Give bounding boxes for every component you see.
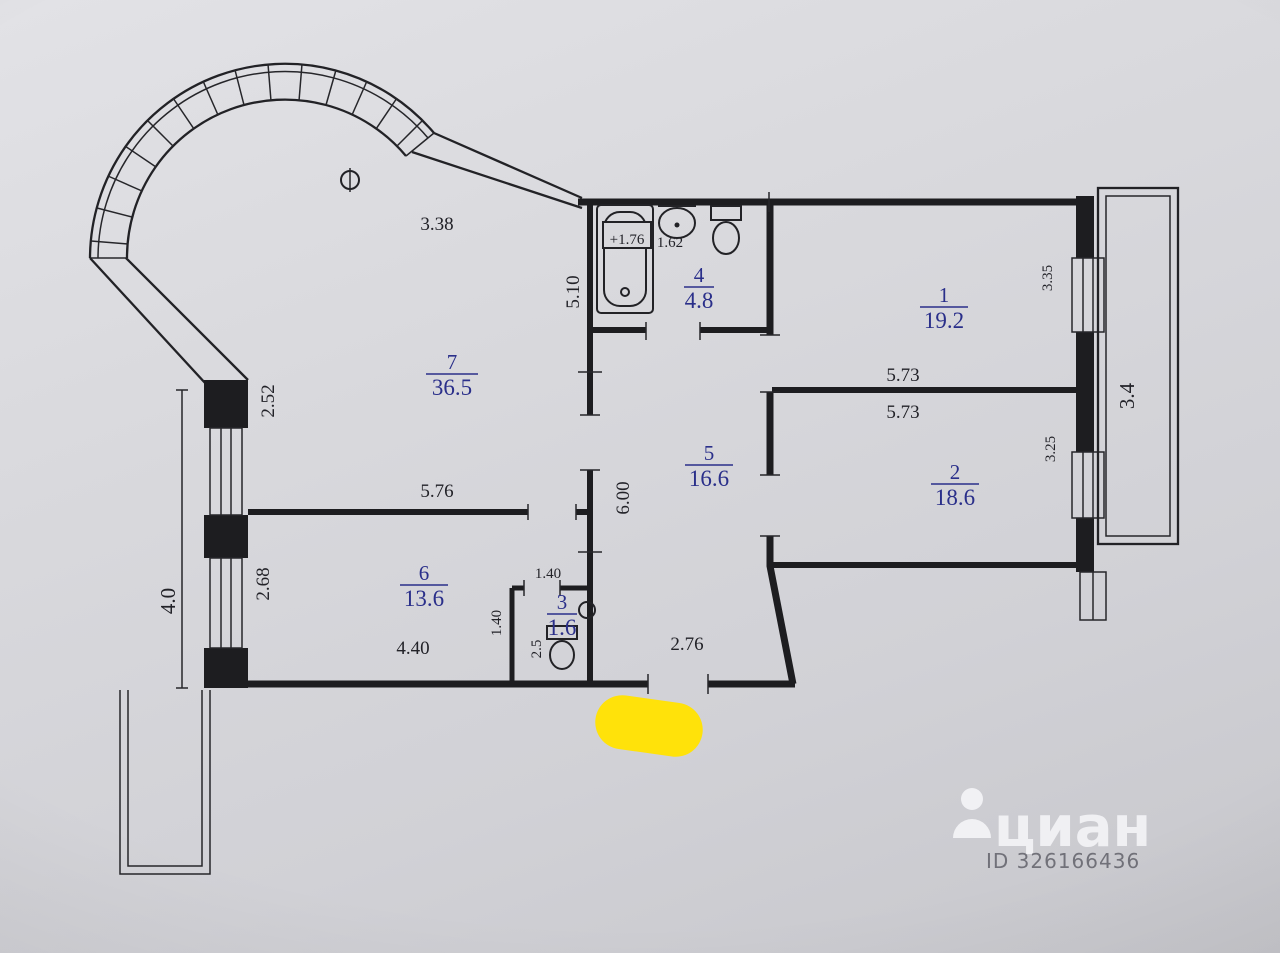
sink-icon bbox=[658, 205, 696, 239]
svg-text:2: 2 bbox=[950, 460, 961, 484]
svg-text:1.6: 1.6 bbox=[548, 615, 577, 640]
room-label-1: 119.2 bbox=[920, 283, 968, 333]
room-label-4: 44.8 bbox=[684, 263, 714, 313]
dim-4-0: 4.0 bbox=[156, 588, 180, 614]
dim-5-73-b: 5.73 bbox=[886, 402, 919, 423]
room-label-2: 218.6 bbox=[931, 460, 979, 510]
balcony-hatching bbox=[90, 63, 424, 245]
svg-text:19.2: 19.2 bbox=[924, 308, 964, 333]
svg-text:6: 6 bbox=[419, 561, 430, 585]
room-label-7: 736.5 bbox=[426, 350, 478, 400]
svg-text:4.8: 4.8 bbox=[685, 288, 714, 313]
dim-4-40: 4.40 bbox=[396, 638, 429, 659]
dim-2-68: 2.68 bbox=[253, 567, 274, 600]
svg-text:1: 1 bbox=[939, 283, 950, 307]
yellow-highlight-marker bbox=[595, 695, 703, 757]
svg-text:3: 3 bbox=[557, 590, 568, 614]
svg-text:5: 5 bbox=[704, 441, 715, 465]
svg-text:36.5: 36.5 bbox=[432, 375, 472, 400]
room-label-6: 613.6 bbox=[400, 561, 448, 611]
watermark-id: ID 326166436 bbox=[986, 849, 1140, 873]
right-balcony bbox=[1096, 186, 1180, 546]
bath-level-box bbox=[602, 221, 652, 249]
dimension-ticks bbox=[176, 192, 780, 694]
bathtub-icon bbox=[596, 204, 654, 314]
room-label-3: 31.6 bbox=[547, 590, 577, 640]
svg-text:4: 4 bbox=[694, 263, 705, 287]
svg-text:7: 7 bbox=[447, 350, 458, 374]
dim-3-35: 3.35 bbox=[1040, 265, 1056, 291]
dimensions: 3.38 5.10 1.62 +1.76 3.35 3.4 5.73 5.73 … bbox=[156, 214, 1139, 659]
person-icon bbox=[953, 788, 991, 838]
room-label-5: 516.6 bbox=[685, 441, 733, 491]
dim-bath-level: +1.76 bbox=[610, 232, 645, 248]
water-heater-icon bbox=[578, 601, 596, 619]
dim-5-10: 5.10 bbox=[563, 275, 584, 308]
svg-text:18.6: 18.6 bbox=[935, 485, 975, 510]
windows bbox=[209, 257, 1107, 649]
dim-1-40-top: 1.40 bbox=[535, 566, 561, 582]
watermark: циан ID 326166436 bbox=[953, 788, 1151, 873]
svg-text:13.6: 13.6 bbox=[404, 586, 444, 611]
dim-2-76: 2.76 bbox=[670, 634, 703, 655]
wc-toilet-icon bbox=[546, 625, 578, 670]
dim-1-62: 1.62 bbox=[657, 235, 683, 251]
svg-text:16.6: 16.6 bbox=[689, 466, 729, 491]
room-labels: 119.2 218.6 31.6 44.8 516.6 613.6 736.5 bbox=[400, 263, 979, 640]
toilet-icon bbox=[710, 205, 742, 255]
walls bbox=[119, 196, 1094, 875]
curved-balcony bbox=[88, 62, 583, 385]
column-symbol bbox=[340, 168, 360, 192]
watermark-brand: циан bbox=[994, 795, 1151, 860]
dim-2-52: 2.52 bbox=[258, 384, 279, 417]
dim-2-5: 2.5 bbox=[529, 640, 545, 659]
dim-5-73-a: 5.73 bbox=[886, 365, 919, 386]
dim-3-4: 3.4 bbox=[1115, 382, 1139, 409]
stairwell-outline bbox=[119, 690, 211, 875]
dim-6-00: 6.00 bbox=[613, 481, 634, 514]
dim-3-25: 3.25 bbox=[1043, 436, 1059, 462]
fixtures bbox=[546, 204, 742, 670]
dim-3-38: 3.38 bbox=[420, 214, 453, 235]
dim-5-76: 5.76 bbox=[420, 481, 453, 502]
dim-1-40-side: 1.40 bbox=[489, 610, 505, 636]
